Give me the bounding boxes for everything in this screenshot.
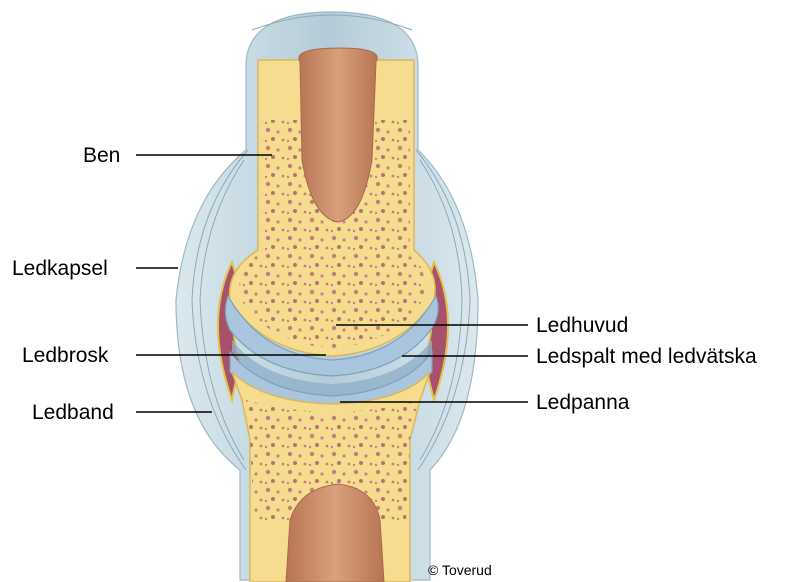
label-ledband: Ledband [32, 401, 114, 424]
label-ledhuvud: Ledhuvud [536, 314, 628, 337]
label-ben: Ben [83, 144, 120, 167]
label-ledspalt: Ledspalt med ledvätska [536, 345, 757, 368]
label-ledbrosk: Ledbrosk [22, 344, 109, 367]
label-ledpanna: Ledpanna [536, 391, 630, 414]
credit-text: © Toverud [428, 562, 492, 578]
label-ledkapsel: Ledkapsel [12, 257, 108, 280]
